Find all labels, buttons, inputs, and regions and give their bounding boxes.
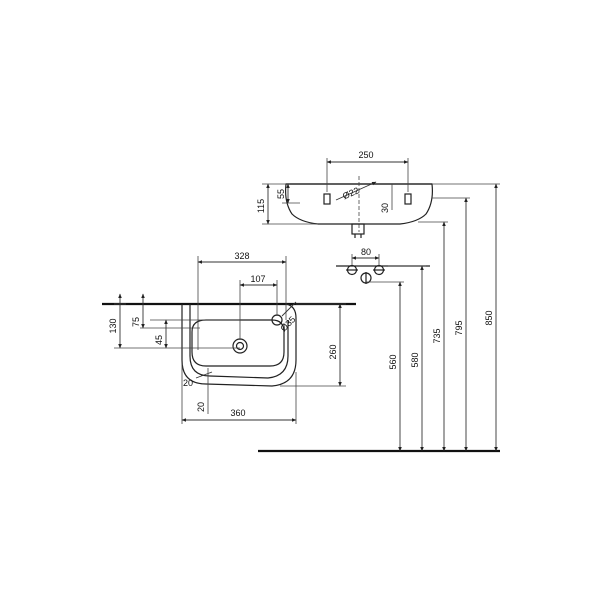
dim-label-45: 45 (154, 335, 164, 345)
dim-label-795: 795 (454, 320, 464, 335)
dim-label-250: 250 (358, 150, 373, 160)
dim-label-30: 30 (380, 203, 390, 213)
dim-label-735: 735 (432, 328, 442, 343)
dim-label-115: 115 (256, 199, 266, 213)
front-elevation: 250 115 55 Ø22 30 (256, 150, 433, 238)
dim-label-dia22: Ø22 (341, 185, 361, 201)
plan-view: 328 107 Ø35 130 75 45 260 20 20 3 (102, 251, 356, 424)
dim-label-20-a: 20 (183, 378, 193, 388)
dim-label-328: 328 (234, 251, 249, 261)
dim-label-107: 107 (250, 274, 265, 284)
dim-label-55: 55 (276, 189, 286, 199)
basin-front-outline (285, 183, 433, 225)
dim-label-130: 130 (108, 318, 118, 333)
dim-label-560: 560 (388, 354, 398, 369)
height-dimensions: 850 795 735 580 560 (366, 183, 500, 452)
dim-label-850: 850 (484, 310, 494, 325)
dim-label-260: 260 (328, 344, 338, 359)
dim-label-360: 360 (230, 408, 245, 418)
dim-label-80: 80 (361, 247, 371, 257)
basin-plan-outline (181, 303, 297, 387)
dim-label-580: 580 (410, 352, 420, 367)
dim-label-75: 75 (131, 317, 141, 327)
dim-label-20-b: 20 (196, 402, 206, 412)
waste-detail: 80 (336, 247, 430, 284)
